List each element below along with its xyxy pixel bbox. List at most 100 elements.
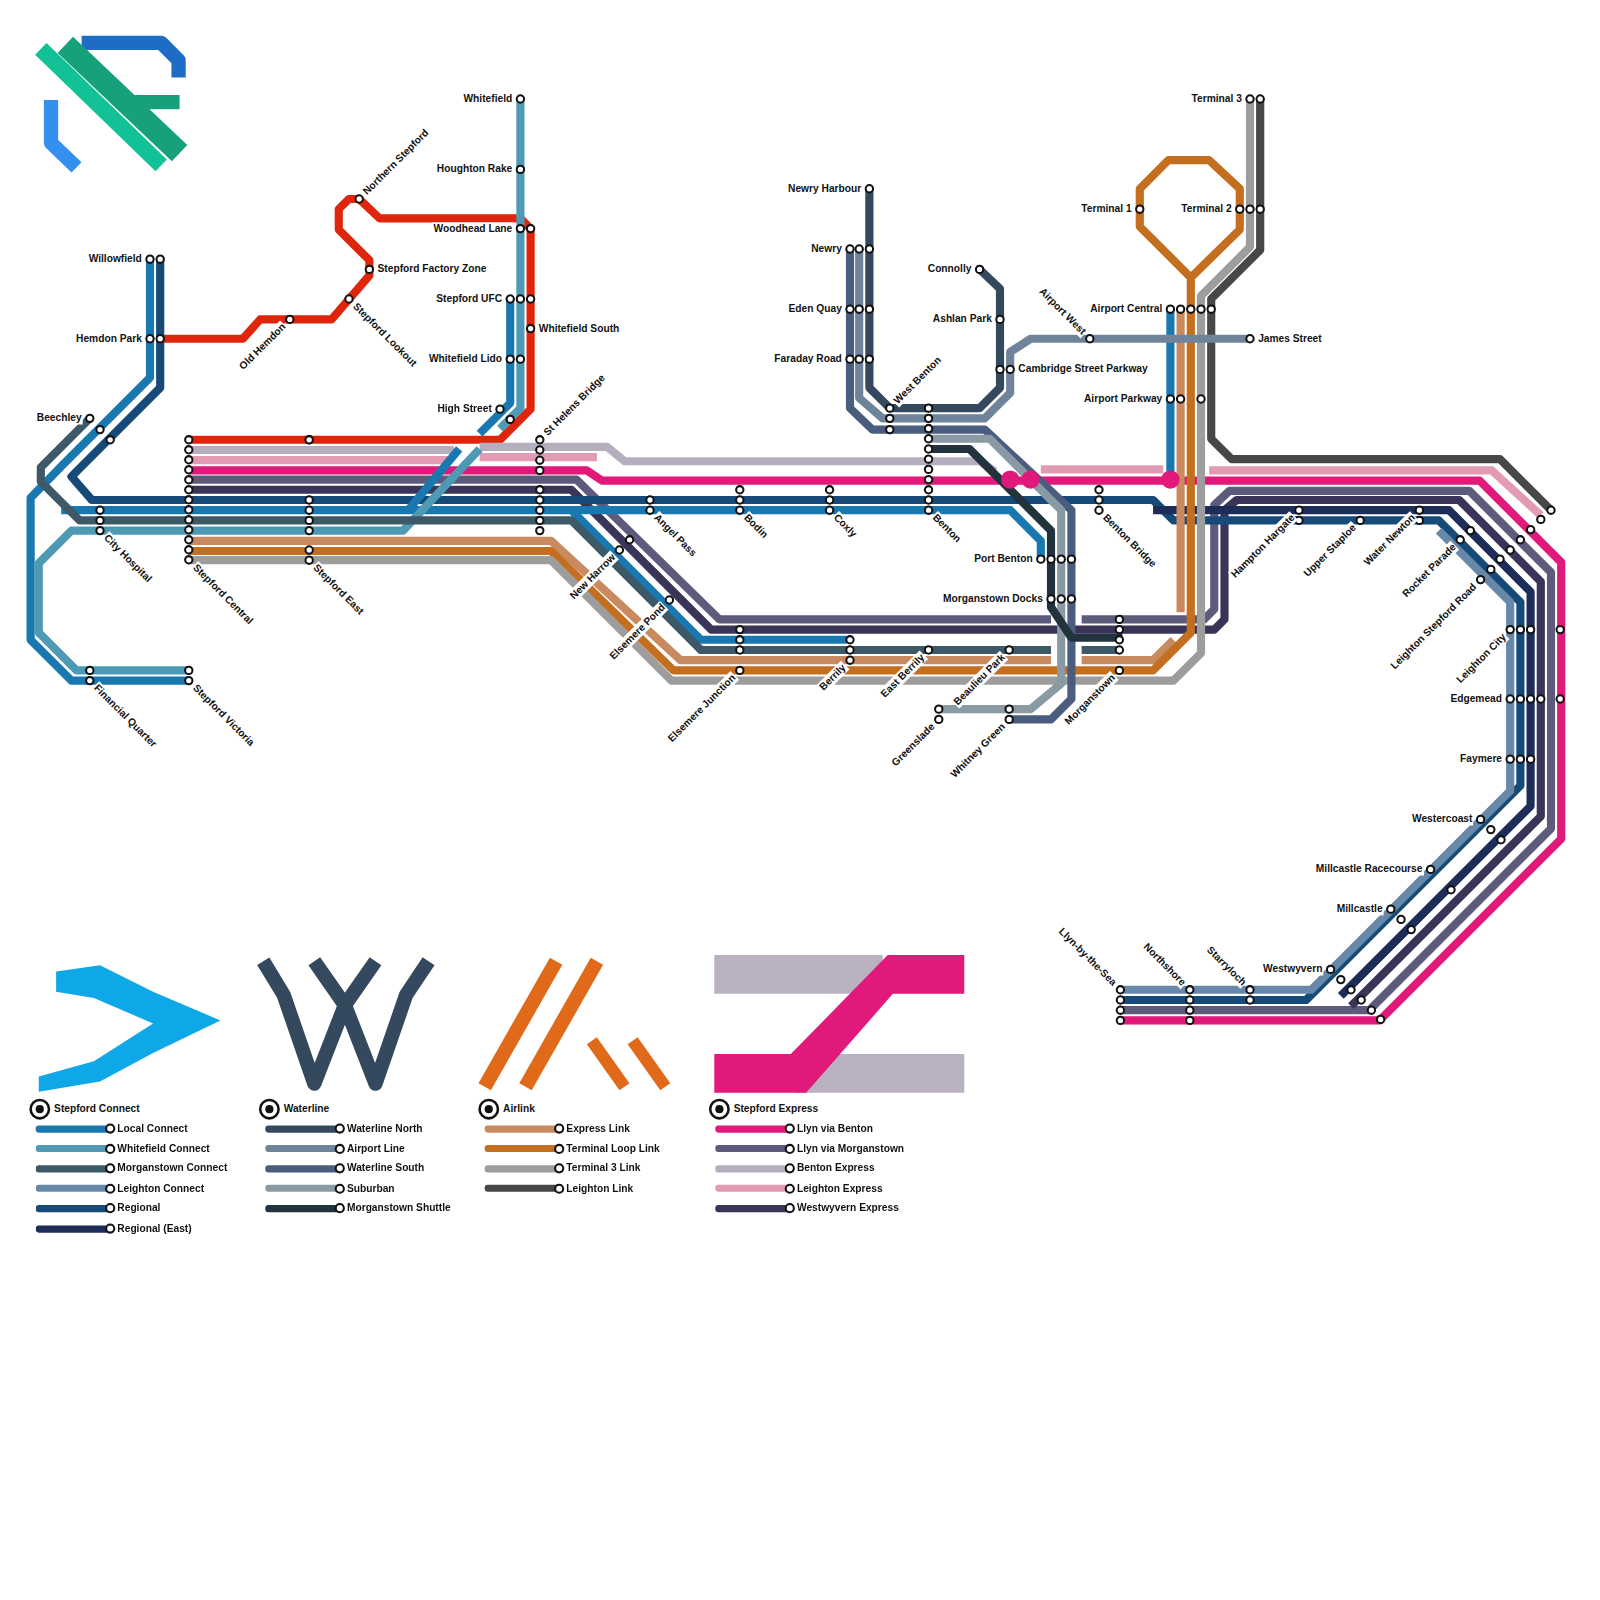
station-dot (1537, 516, 1544, 523)
route-line (71, 259, 1520, 1000)
legend-station-dot (554, 1143, 564, 1153)
station-label: City Hospital (101, 531, 155, 585)
legend-station-dot (105, 1123, 115, 1133)
legend-station-dot (335, 1203, 345, 1213)
station-label: Whitefield (462, 93, 513, 105)
station-dot (925, 466, 932, 473)
route-line (869, 189, 1000, 408)
interchange-dot (1001, 470, 1019, 488)
station-dot (1557, 626, 1564, 633)
station-dot (826, 496, 833, 503)
station-dot (1186, 1017, 1193, 1024)
station-dot (1477, 816, 1484, 823)
legend-swatch (715, 1205, 791, 1212)
station-dot (736, 636, 743, 643)
station-dot (306, 436, 313, 443)
station-dot (306, 557, 313, 564)
legend-text: Regional (East) (117, 1222, 191, 1234)
station-dot (1447, 886, 1454, 893)
station-label: Edgemead (1449, 693, 1503, 705)
logo-stroke (263, 961, 428, 1083)
station-label: Benton (929, 511, 964, 546)
station-dot (1547, 507, 1554, 514)
route-line (1166, 309, 1174, 474)
station-dot (1246, 986, 1253, 993)
station-dot (1177, 395, 1184, 402)
station-label: Woodhead Lane (433, 222, 514, 234)
station-dot (96, 507, 103, 514)
station-dot (306, 507, 313, 514)
station-dot (1167, 395, 1174, 402)
station-label: Leighton City (1453, 630, 1509, 686)
station-dot (1507, 695, 1514, 702)
station-label: Whitefield Lido (428, 353, 503, 365)
ring-icon-core (265, 1105, 273, 1113)
station-dot (826, 507, 833, 514)
station-label: Angel Pass (651, 511, 700, 560)
station-dot (866, 306, 873, 313)
station-dot (646, 507, 653, 514)
route-line (1041, 465, 1163, 473)
station-label: Terminal 1 (1080, 203, 1132, 215)
interchange-dot (1021, 470, 1039, 488)
routes (31, 99, 1562, 1020)
legend-text: Westwyvern Express (797, 1202, 899, 1214)
station-dot (846, 646, 853, 653)
station-dot (736, 486, 743, 493)
station-dot (1117, 986, 1124, 993)
station-label: Faraday Road (773, 353, 843, 365)
station-dot (1117, 1017, 1124, 1024)
legend-station-dot (554, 1123, 564, 1133)
station-dot (536, 517, 543, 524)
legend-station-dot (105, 1203, 115, 1213)
legend-station-dot (105, 1223, 115, 1233)
route-line (929, 449, 1123, 638)
legend-text: Morganstown Connect (117, 1162, 227, 1174)
station-dot (157, 335, 164, 342)
station-dot (306, 546, 313, 553)
station-dot (507, 416, 514, 423)
route-line (1082, 640, 1174, 660)
station-dot (1507, 756, 1514, 763)
station-dot (146, 335, 153, 342)
station-dot (1347, 986, 1354, 993)
station-dot (736, 496, 743, 503)
station-dot (616, 546, 623, 553)
route-line (1082, 491, 1551, 1010)
ring-icon (480, 1100, 498, 1118)
legend-swatch (36, 1225, 112, 1232)
station-dot (1496, 556, 1503, 563)
station-dot (925, 486, 932, 493)
station-dot (856, 356, 863, 363)
station-label: Eden Quay (787, 303, 842, 315)
station-dot (1527, 526, 1534, 533)
legend-text: Express Link (566, 1122, 630, 1134)
station-label: Connolly (927, 263, 973, 275)
station-dot (356, 195, 363, 202)
ring-icon-core (485, 1105, 493, 1113)
interchange-dot (1161, 470, 1179, 488)
station-dot (886, 415, 893, 422)
route-line (163, 199, 530, 440)
station-dot (1116, 667, 1123, 674)
ring-icon (710, 1100, 728, 1118)
station-label: Greenslade (889, 720, 938, 769)
station-dot (1116, 616, 1123, 623)
station-dot (846, 306, 853, 313)
station-dot (1197, 395, 1204, 402)
route-line (859, 249, 1250, 418)
station-dot (96, 517, 103, 524)
route-line (189, 446, 454, 454)
station-dot (1186, 986, 1193, 993)
station-dot (1357, 517, 1364, 524)
logo-shape (39, 965, 221, 1092)
station-dot (1095, 507, 1102, 514)
station-dot (1095, 496, 1102, 503)
station-dot (996, 316, 1003, 323)
logo-stroke (314, 961, 375, 1005)
legend-heading: Stepford Connect (53, 1103, 141, 1115)
station-label: Llyn-by-the-Sea (1055, 925, 1119, 989)
ring-icon-core (36, 1105, 44, 1113)
station-dot (856, 306, 863, 313)
station-dot (306, 527, 313, 534)
